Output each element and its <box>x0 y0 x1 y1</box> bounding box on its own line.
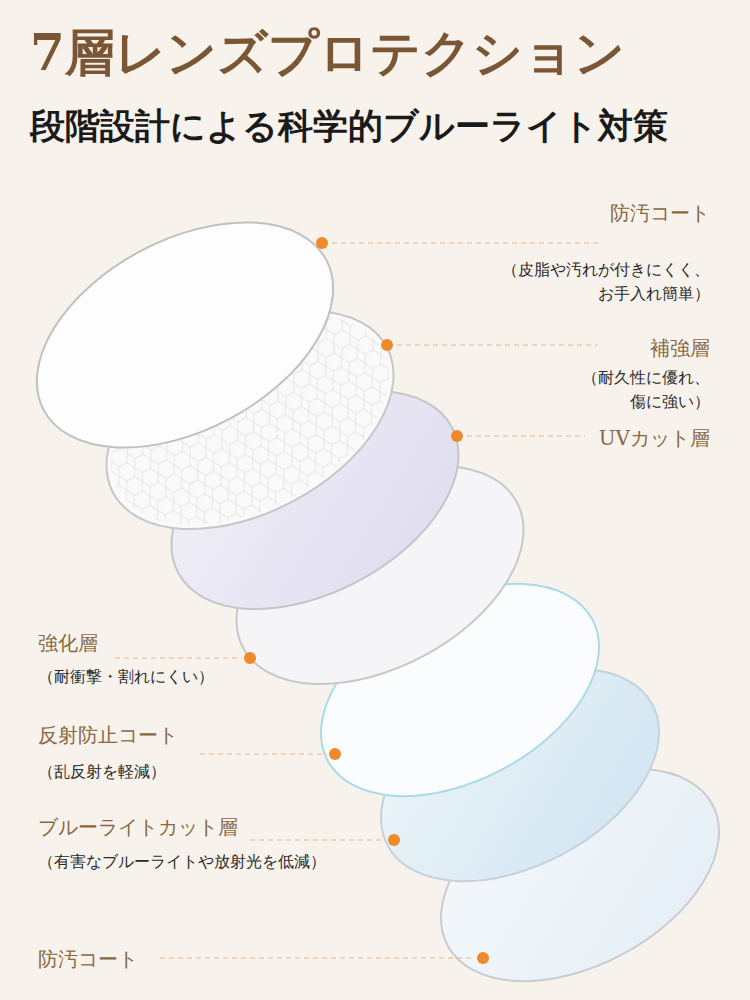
layer-name: 補強層 <box>650 333 710 363</box>
layer-name: 防汚コート <box>38 944 138 974</box>
callout-dot <box>451 430 463 442</box>
layer-note: （耐衝撃・割れにくい） <box>38 665 214 689</box>
lens-layer <box>0 176 371 494</box>
leader-line <box>160 957 475 958</box>
layer-note: （乱反射を軽減） <box>38 760 166 784</box>
callout-dot <box>244 652 256 664</box>
leader-line <box>200 753 327 754</box>
layer-note: （有害なブルーライトや放射光を低減） <box>38 850 326 874</box>
leader-line <box>332 242 598 243</box>
callout-dot <box>477 952 489 964</box>
layer-note: （皮脂や汚れが付きにくく、 お手入れ簡単） <box>430 258 710 306</box>
leader-line <box>467 435 585 436</box>
layer-name: UVカット層 <box>599 423 710 453</box>
layer-name: 防汚コート <box>610 198 710 228</box>
callout-dot <box>388 834 400 846</box>
callout-dot <box>381 339 393 351</box>
layer-note: （耐久性に優れ、 傷に強い） <box>510 366 710 414</box>
leader-line <box>397 344 598 345</box>
subtitle: 段階設計による科学的ブルーライト対策 <box>30 100 668 153</box>
layer-name: 反射防止コート <box>38 720 178 750</box>
callout-dot <box>316 237 328 249</box>
main-title: 7層レンズプロテクション <box>30 20 625 87</box>
leader-line <box>250 839 386 840</box>
layer-name: 強化層 <box>38 628 98 658</box>
leader-line <box>115 657 242 658</box>
callout-dot <box>329 748 341 760</box>
layer-name: ブルーライトカット層 <box>38 812 238 842</box>
